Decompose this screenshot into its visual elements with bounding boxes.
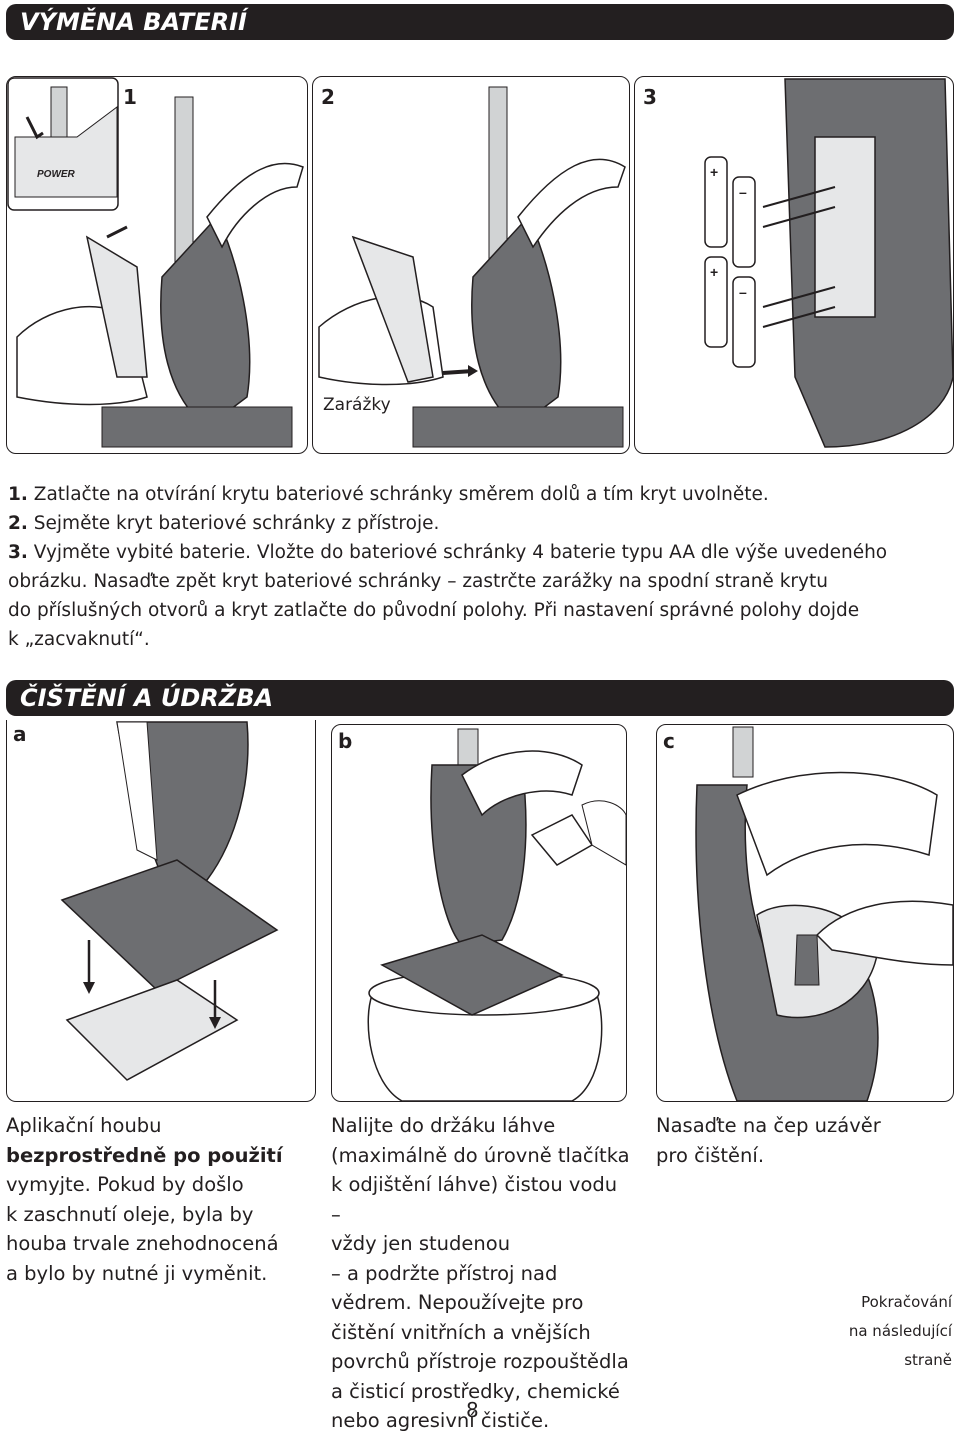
illustration-panel-c: c xyxy=(656,724,954,1102)
instructions-b-line: povrchů přístroje rozpouštědla xyxy=(331,1350,629,1373)
instructions-b-line: čištění vnitřních a vnějších xyxy=(331,1320,591,1344)
svg-text:+: + xyxy=(710,164,718,180)
battery-cover-release-illustration: POWER xyxy=(7,77,304,448)
section-title-cleaning: ČIŠTĚNÍ A ÚDRŽBA xyxy=(6,680,954,716)
section-title-battery: VÝMĚNA BATERIÍ xyxy=(6,4,954,40)
instructions-b-line: vědrem. Nepoužívejte pro xyxy=(331,1291,584,1314)
instructions-b-line: vždy jen studenou xyxy=(331,1232,511,1255)
svg-text:POWER: POWER xyxy=(37,169,76,180)
instructions-b-line: nebo agresivní čističe. xyxy=(331,1409,550,1432)
illustration-panel-1: POWER 1 xyxy=(6,76,308,454)
instructions-c-line: Nasaďte na čep uzávěr xyxy=(656,1114,881,1137)
panel-letter-a: a xyxy=(13,722,27,746)
instructions-c-line: pro čištění. xyxy=(656,1143,765,1167)
instructions-a: Aplikační houbu bezprostředně po použití… xyxy=(6,1111,316,1288)
page-number: 8 xyxy=(466,1398,479,1422)
battery-steps: 1. Zatlačte na otvírání krytu bateriové … xyxy=(8,480,948,654)
instructions-a-line: Aplikační houbu xyxy=(6,1114,162,1137)
instructions-c: Nasaďte na čep uzávěr pro čištění. xyxy=(656,1111,954,1170)
pad-removal-illustration xyxy=(60,721,279,1081)
panel-letter-c: c xyxy=(663,729,675,753)
instructions-a-bold: bezprostředně po použití xyxy=(6,1143,283,1167)
instructions-b-line: (maximálně do úrovně tlačítka xyxy=(331,1143,630,1167)
instructions-a-line: a bylo by nutné ji vyměnit. xyxy=(6,1261,268,1285)
battery-cover-removal-illustration xyxy=(318,86,626,448)
illustration-panel-2: 2 Zarážky xyxy=(312,76,630,454)
battery-insertion-illustration: + – + – xyxy=(704,78,953,448)
instructions-b-line: – a podržte přístroj nad xyxy=(331,1261,558,1285)
water-filling-illustration xyxy=(367,728,626,1101)
svg-text:–: – xyxy=(739,284,747,300)
svg-text:+: + xyxy=(710,264,718,280)
instructions-b-line: Nalijte do držáku láhve xyxy=(331,1114,556,1137)
svg-text:–: – xyxy=(739,184,747,200)
step-1: 1. Zatlačte na otvírání krytu bateriové … xyxy=(8,484,769,505)
instructions-a-line: houba trvale znehodnocená xyxy=(6,1232,279,1255)
continued-note: Pokračování na následující straně xyxy=(848,1293,952,1369)
illustration-panel-a: a xyxy=(6,720,316,1102)
illustration-panel-3: + – + – 3 xyxy=(634,76,954,454)
step-2: 2. Sejměte kryt bateriové schránky z pří… xyxy=(8,513,440,534)
step-3: 3. Vyjměte vybité baterie. Vložte do bat… xyxy=(8,542,888,563)
illustration-panel-b: b xyxy=(331,724,627,1102)
step-3-cont-1: obrázku. Nasaďte zpět kryt bateriové sch… xyxy=(8,571,828,592)
instructions-b: Nalijte do držáku láhve (maximálně do úr… xyxy=(331,1111,631,1436)
instructions-a-line: vymyjte. Pokud by došlo xyxy=(6,1173,244,1196)
panel-letter-b: b xyxy=(338,729,353,753)
instructions-a-line: k zaschnutí oleje, byla by xyxy=(6,1202,254,1226)
panel-number-2: 2 xyxy=(321,85,335,109)
step-3-cont-2: do příslušných otvorů a kryt zatlačte do… xyxy=(8,600,860,621)
panel-number-3: 3 xyxy=(643,85,657,109)
instructions-b-line: a čisticí prostředky, chemické xyxy=(331,1379,620,1403)
step-3-cont-3: k „zacvaknutí“. xyxy=(8,629,150,650)
latches-callout: Zarážky xyxy=(323,395,391,415)
cleaning-cap-illustration xyxy=(695,726,953,1101)
panel-number-1: 1 xyxy=(123,85,137,109)
instructions-b-line: k odjištění láhve) čistou vodu – xyxy=(331,1173,618,1226)
